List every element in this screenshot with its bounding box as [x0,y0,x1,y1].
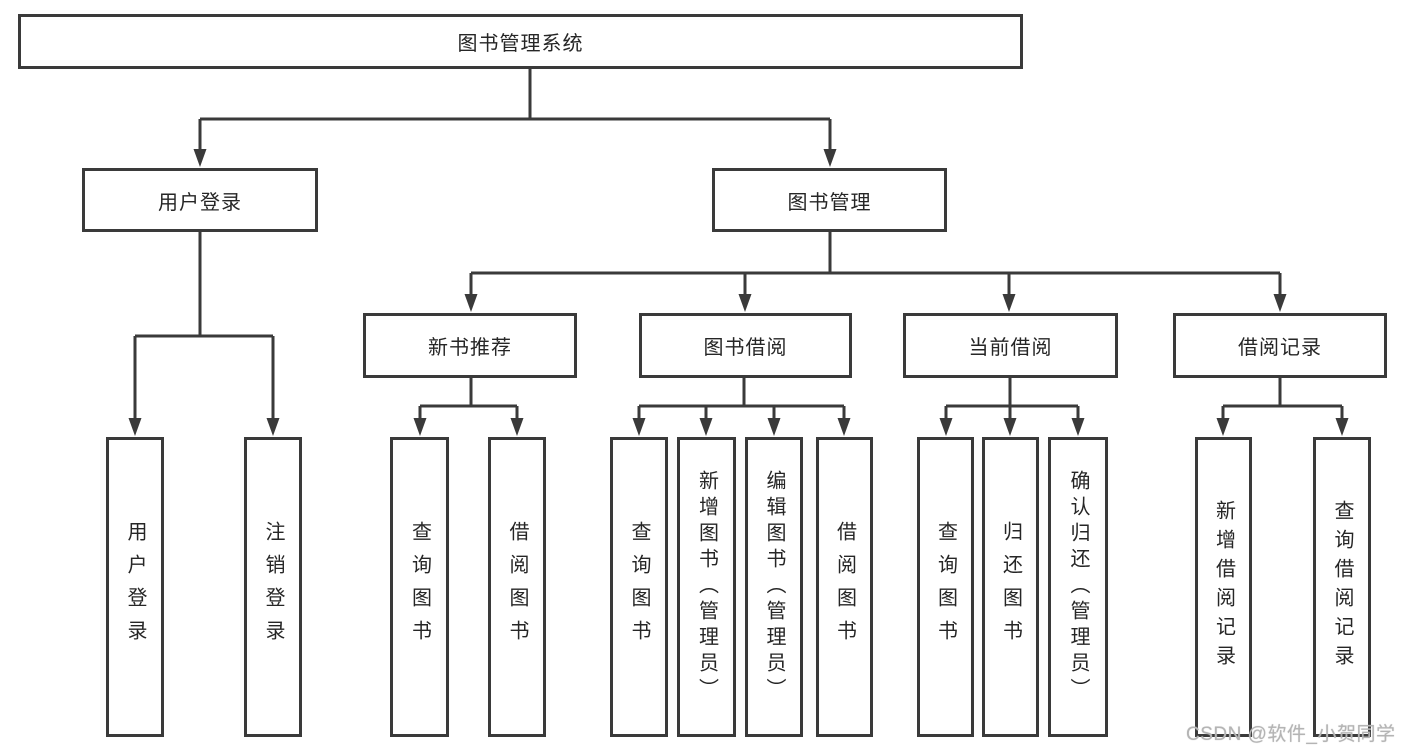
leaf-logout: 注销登录 [244,437,302,737]
leaf-label: 注销登录 [262,521,284,653]
leaf-label: 确认归还（管理员） [1067,470,1089,704]
leaf-edit-books-admin: 编辑图书（管理员） [745,437,803,737]
leaf-label: 用户登录 [124,521,146,653]
leaf-borrow-books-borrowing: 借阅图书 [816,437,873,737]
leaf-user-login: 用户登录 [106,437,164,737]
node-new-book-recommendation: 新书推荐 [363,313,577,378]
node-label: 图书管理系统 [457,33,584,55]
leaf-return-books: 归还图书 [982,437,1039,737]
leaf-add-books-admin: 新增图书（管理员） [677,437,736,737]
node-book-management: 图书管理 [712,168,947,232]
node-library-management-system: 图书管理系统 [18,14,1023,69]
leaf-label: 查询借阅记录 [1331,500,1353,674]
node-label: 图书借阅 [703,337,788,359]
node-current-borrowing: 当前借阅 [903,313,1118,378]
node-label: 新书推荐 [428,337,512,359]
leaf-query-borrow-record: 查询借阅记录 [1313,437,1371,737]
leaf-confirm-return-admin: 确认归还（管理员） [1048,437,1108,737]
leaf-label: 查询图书 [408,521,431,653]
node-label: 用户登录 [158,191,242,214]
leaf-label: 借阅图书 [833,521,856,653]
leaf-query-books-recommend: 查询图书 [390,437,449,737]
node-label: 借阅记录 [1238,337,1322,359]
node-label: 图书管理 [787,191,872,214]
leaf-label: 归还图书 [999,521,1022,653]
node-borrowing-records: 借阅记录 [1173,313,1387,378]
leaf-add-borrow-record: 新增借阅记录 [1195,437,1252,737]
leaf-label: 借阅图书 [506,521,528,653]
leaf-query-books-borrowing: 查询图书 [610,437,668,737]
leaf-label: 新增图书（管理员） [695,470,718,704]
node-label: 当前借阅 [968,337,1053,359]
leaf-borrow-books-recommend: 借阅图书 [488,437,546,737]
node-user-login: 用户登录 [82,168,318,232]
leaf-label: 编辑图书（管理员） [763,470,785,704]
node-book-borrowing: 图书借阅 [639,313,852,378]
leaf-label: 新增借阅记录 [1212,500,1235,674]
csdn-watermark: CSDN @软件_小贺同学 [1186,724,1396,745]
leaf-label: 查询图书 [934,521,957,653]
leaf-label: 查询图书 [628,521,650,653]
leaf-query-books-current: 查询图书 [917,437,974,737]
